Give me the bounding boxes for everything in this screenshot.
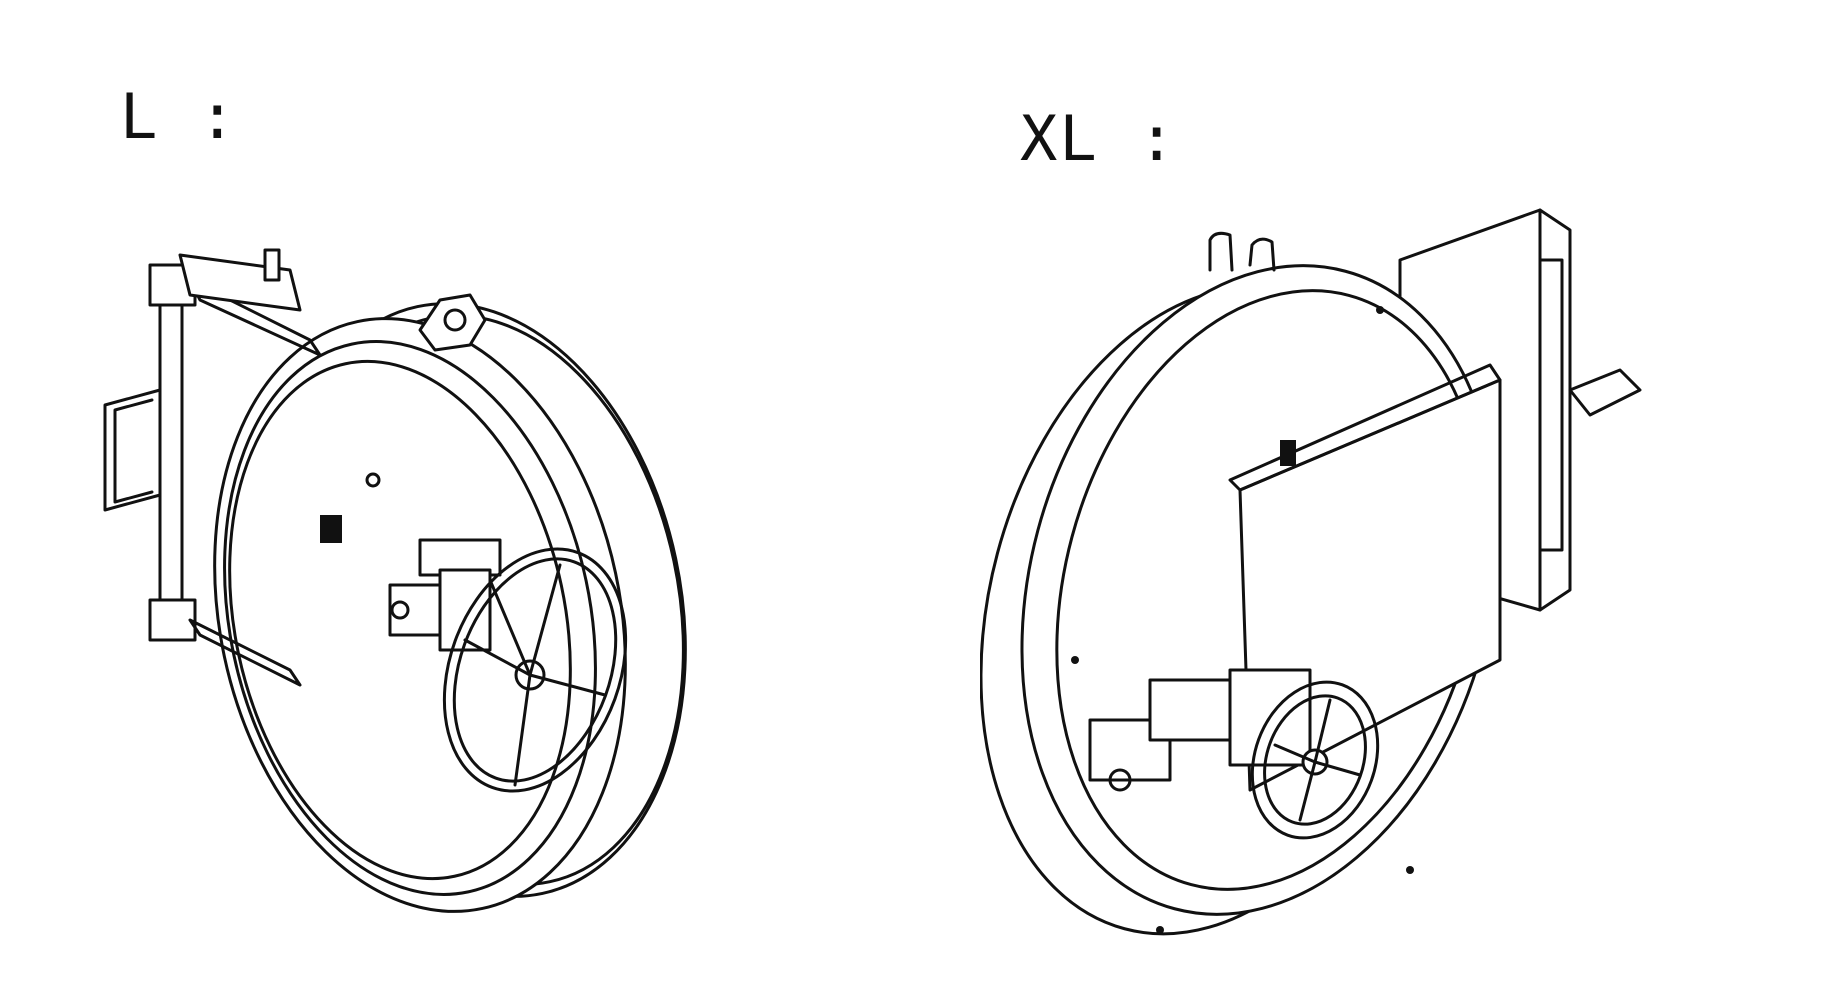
reel-l-drawing-icon <box>90 240 750 960</box>
label-size-l: L : <box>120 80 238 153</box>
label-size-xl: XL : <box>1020 102 1178 175</box>
reel-xl-drawing-icon <box>979 190 1760 970</box>
